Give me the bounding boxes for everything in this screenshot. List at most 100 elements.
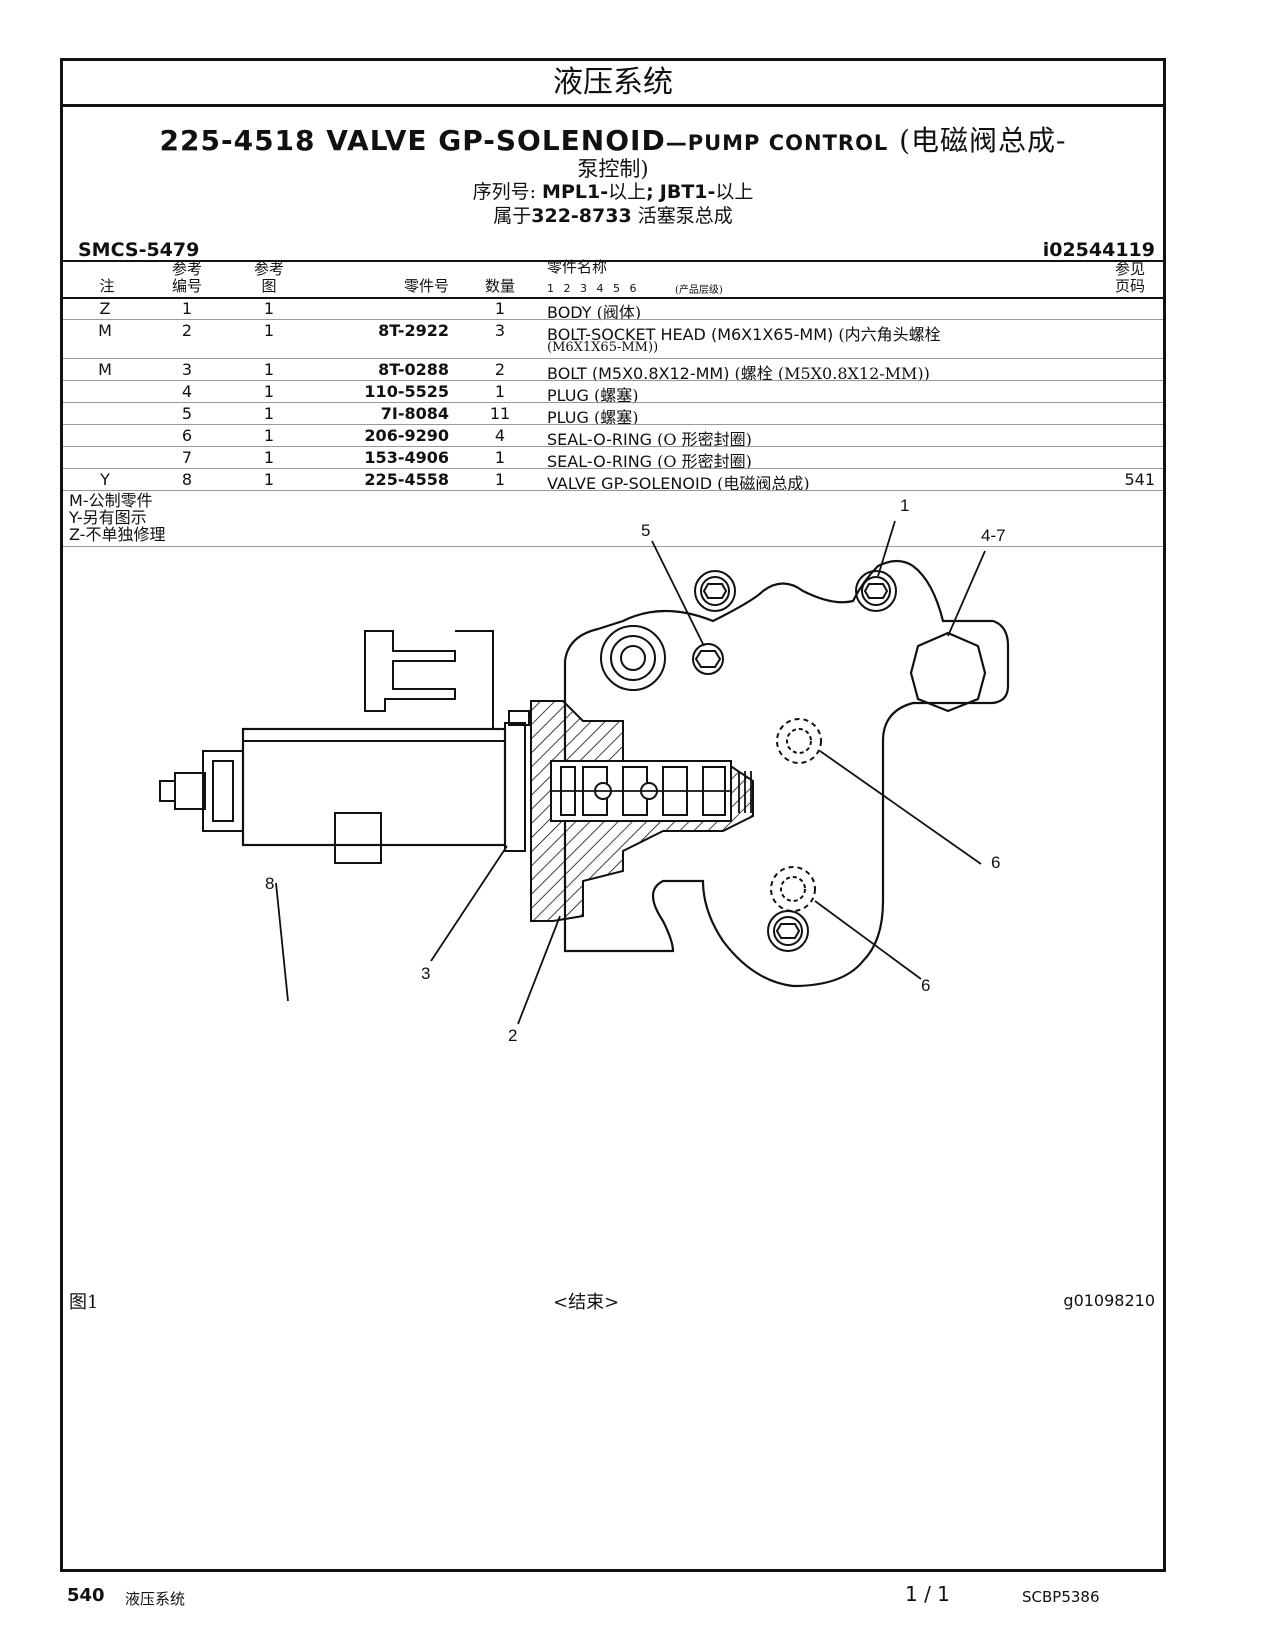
- legend-key: Y-: [69, 508, 83, 527]
- header-levels-note: (产品层级): [675, 285, 723, 296]
- footer-page-count: 1 / 1: [905, 1582, 950, 1606]
- row-5-name: PLUG (螺塞): [547, 404, 638, 428]
- page-frame: 液压系统 225-4518 VALVE GP-SOLENOID—PUMP CON…: [60, 58, 1166, 1572]
- title-line-2: 泵控制): [63, 153, 1163, 183]
- row-divider: [63, 446, 1163, 447]
- illustration-id: i02544119: [1042, 239, 1155, 261]
- row-3-ref: 3: [181, 360, 193, 379]
- legend-text: 另有图示: [82, 508, 147, 527]
- row-4-ref: 4: [181, 382, 193, 401]
- belongs-part-number: 322-8733: [531, 205, 632, 227]
- row-8-fig: 1: [263, 470, 275, 489]
- legend-item-illustrated: Y-另有图示: [69, 509, 147, 526]
- row-7-part: 153-4906: [364, 448, 449, 467]
- header-part-name: 零件名称: [547, 258, 608, 276]
- row-5-name-en: PLUG: [547, 408, 589, 427]
- footer-section: 液压系统: [125, 1590, 186, 1608]
- row-4-name-en: PLUG: [547, 386, 589, 405]
- callout-6b: 6: [921, 976, 930, 995]
- title-description-suffix: —PUMP CONTROL: [665, 131, 889, 155]
- row-divider: [63, 490, 1163, 491]
- serial-prefix-1: MPL1-: [542, 181, 609, 203]
- header-note: 注: [99, 277, 115, 295]
- serial-label: 序列号:: [472, 181, 536, 203]
- serial-prefix-2: JBT1-: [659, 181, 716, 203]
- belongs-label: 属于: [493, 205, 532, 227]
- row-5-name-cn: (螺塞): [593, 408, 639, 427]
- row-4-qty: 1: [494, 382, 506, 401]
- row-8-ref: 8: [181, 470, 193, 489]
- legend-item-not-serviced: Z-不单独修理: [69, 526, 165, 543]
- graphic-id: g01098210: [1063, 1291, 1155, 1310]
- title-chinese-2: 泵控制): [577, 157, 649, 181]
- row-3-name: BOLT (M5X0.8X12-MM) (螺栓 (M5X0.8X12-MM)): [547, 360, 930, 384]
- row-2-name-en: BOLT-SOCKET HEAD (M6X1X65-MM): [547, 325, 834, 344]
- row-divider: [63, 380, 1163, 381]
- belongs-line: 属于322-8733 活塞泵总成: [63, 201, 1163, 228]
- row-6-fig: 1: [263, 426, 275, 445]
- row-2-name-cn: (内六角头螺栓: [838, 325, 941, 344]
- row-1-fig: 1: [263, 299, 275, 318]
- row-divider: [63, 319, 1163, 320]
- table-top-rule: [63, 260, 1163, 262]
- header-part-number: 零件号: [403, 277, 449, 295]
- title-description: VALVE GP-SOLENOID: [326, 124, 666, 157]
- belongs-part-name: 活塞泵总成: [637, 205, 733, 227]
- header-ref-no-1: 参考: [171, 260, 202, 278]
- row-divider: [63, 468, 1163, 469]
- document-title: 225-4518 VALVE GP-SOLENOID—PUMP CONTROL …: [63, 119, 1163, 159]
- row-1-note: Z: [99, 299, 111, 318]
- row-7-name-cn: (O 形密封圈): [657, 452, 752, 471]
- row-4-name: PLUG (螺塞): [547, 382, 638, 406]
- row-5-ref: 5: [181, 404, 193, 423]
- row-2-ref: 2: [181, 321, 193, 340]
- table-header-rule: [63, 297, 1163, 299]
- row-7-name: SEAL-O-RING (O 形密封圈): [547, 448, 752, 472]
- row-3-note: M: [98, 360, 112, 379]
- row-5-part: 7I-8084: [380, 404, 449, 423]
- row-1-ref: 1: [181, 299, 193, 318]
- row-7-name-en: SEAL-O-RING: [547, 452, 653, 471]
- smcs-code: SMCS-5479: [78, 239, 200, 261]
- row-4-fig: 1: [263, 382, 275, 401]
- row-6-name: SEAL-O-RING (O 形密封圈): [547, 426, 752, 450]
- row-8-qty: 1: [494, 470, 506, 489]
- callout-5: 5: [641, 521, 650, 540]
- row-6-name-cn: (O 形密封圈): [657, 430, 752, 449]
- row-8-page-ref[interactable]: 541: [1124, 470, 1155, 489]
- callout-1: 2: [508, 1026, 517, 1045]
- row-1-name: BODY (阀体): [547, 299, 641, 323]
- row-3-fig: 1: [263, 360, 275, 379]
- row-5-qty: 11: [489, 404, 511, 423]
- row-7-fig: 1: [263, 448, 275, 467]
- legend-rule: [63, 546, 1163, 547]
- row-8-part: 225-4558: [364, 470, 449, 489]
- row-7-qty: 1: [494, 448, 506, 467]
- callout-8: 8: [265, 874, 274, 893]
- header-levels: 1 2 3 4 5 6: [547, 282, 637, 295]
- row-6-qty: 4: [494, 426, 506, 445]
- serial-separator: ;: [646, 181, 654, 203]
- row-1-name-en: BODY: [547, 303, 592, 322]
- row-5-fig: 1: [263, 404, 275, 423]
- row-3-qty: 2: [494, 360, 506, 379]
- section-title: 液压系统: [63, 61, 1163, 107]
- solenoid-valve-illustration: 8 1 4-7 5 6 6 3 2: [159, 496, 1010, 1045]
- row-divider: [63, 402, 1163, 403]
- title-chinese-1: (电磁阀总成-: [899, 124, 1067, 157]
- row-4-name-cn: (螺塞): [593, 386, 639, 405]
- row-6-part: 206-9290: [364, 426, 449, 445]
- row-3-name-cn: (螺栓 (M5X0.8X12-MM)): [734, 364, 930, 383]
- row-8-name: VALVE GP-SOLENOID (电磁阀总成): [547, 470, 810, 494]
- row-1-name-cn: (阀体): [596, 303, 642, 322]
- serial-range-2: 以上: [715, 181, 754, 203]
- row-1-qty: 1: [494, 299, 506, 318]
- row-4-part: 110-5525: [364, 382, 449, 401]
- row-8-name-cn: (电磁阀总成): [717, 474, 810, 493]
- header-ref-fig-2: 图: [261, 277, 277, 295]
- footer-page-number: 540: [67, 1585, 105, 1606]
- legend-item-metric: M-公制零件: [69, 492, 153, 509]
- legend-text: 不单独修理: [85, 525, 166, 544]
- row-2-qty: 3: [494, 321, 506, 340]
- row-2-fig: 1: [263, 321, 275, 340]
